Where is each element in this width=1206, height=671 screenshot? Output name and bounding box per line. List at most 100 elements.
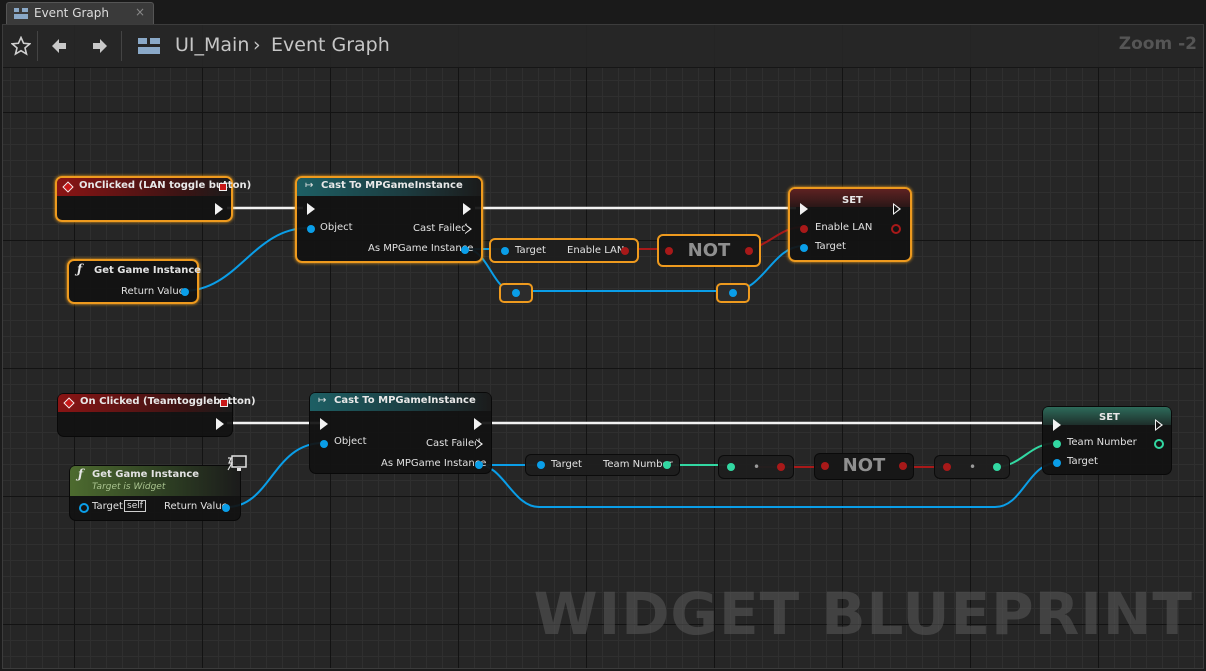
widget-blueprint-watermark: WIDGET BLUEPRINT [533,580,1193,648]
not-in-pin[interactable] [665,247,673,255]
widget-context-icon [227,455,247,471]
node-header [297,178,481,196]
team-number-out-pin[interactable] [1154,439,1164,449]
target-pin[interactable] [79,503,89,513]
toolbar-separator [37,31,38,61]
node-header [70,466,240,496]
node-title: Cast To MPGameInstance [321,180,463,191]
pin-label: Target [1067,456,1098,467]
target-pin[interactable] [800,244,808,252]
pin-label: Cast Failed [426,438,481,449]
not-label: NOT [842,455,886,476]
zoom-level: Zoom -2 [1118,34,1197,54]
pin-label: Return Value [164,501,228,512]
pin-label: Enable LAN [815,222,873,233]
enable-lan-out-pin[interactable] [621,247,629,255]
enable-lan-out-pin[interactable] [891,224,901,234]
object-pin[interactable] [320,440,328,448]
back-arrow-icon[interactable] [45,32,73,60]
target-pin[interactable] [537,461,545,469]
get-game-instance-widget-node[interactable]: ƒ Get Game Instance Target is Widget Tar… [69,465,241,521]
breadcrumb-graph[interactable]: Event Graph [271,34,390,56]
get-team-number-node[interactable]: Target Team Number [525,454,680,476]
node-subtitle: Target is Widget [92,482,166,492]
team-number-out-pin[interactable] [663,461,671,469]
star-icon[interactable] [7,32,35,60]
conversion-node[interactable]: • [934,455,1010,479]
cast-node-1[interactable]: ↦ Cast To MPGameInstance Object Cast Fai… [295,176,483,263]
exec-out-pin[interactable] [216,418,224,430]
node-header [57,178,231,196]
not-in-pin[interactable] [821,462,829,470]
get-game-instance-node[interactable]: ƒ Get Game Instance Return Value [67,259,202,304]
forward-arrow-icon[interactable] [86,32,114,60]
as-instance-pin[interactable] [475,461,483,469]
tab-event-graph[interactable]: Event Graph × [6,2,154,24]
pin-label: Enable LAN [567,245,625,256]
not-node-1[interactable]: NOT [657,234,761,267]
cast-failed-pin[interactable] [476,439,483,449]
exec-out-pin[interactable] [463,203,471,215]
tab-close-icon[interactable]: × [134,5,145,19]
node-title: On Clicked (Teamtogglebutton) [80,396,256,407]
tab-label: Event Graph [34,6,109,20]
set-enable-lan-node[interactable]: SET Enable LAN Target [788,187,912,262]
return-value-pin[interactable] [181,288,189,296]
conversion-in-pin[interactable] [943,463,951,471]
node-title: Get Game Instance [94,265,202,276]
set-team-number-node[interactable]: SET Team Number Target [1042,406,1172,475]
exec-in-pin[interactable] [800,203,808,215]
target-pin[interactable] [1053,459,1061,467]
return-value-pin[interactable] [222,504,230,512]
reroute-pin[interactable] [512,289,520,297]
object-pin[interactable] [307,225,315,233]
conversion-dot-icon: • [969,460,977,474]
exec-out-pin[interactable] [1155,419,1163,431]
graph-toolbar: UI_Main › Event Graph Zoom -2 [3,25,1203,68]
cast-failed-pin[interactable] [465,224,472,234]
cast-node-2[interactable]: ↦ Cast To MPGameInstance Object Cast Fai… [309,392,492,474]
exec-out-pin[interactable] [474,418,482,430]
team-number-in-pin[interactable] [1053,440,1061,448]
node-header [310,393,491,411]
graph-canvas[interactable]: UI_Main › Event Graph Zoom -2 OnClicked … [2,24,1204,669]
node-header [1043,407,1171,425]
get-enable-lan-node[interactable]: Target Enable LAN [489,238,639,263]
exec-in-pin[interactable] [1053,419,1061,431]
delegate-pin[interactable] [220,399,228,407]
conversion-out-pin[interactable] [777,463,785,471]
reroute-pin[interactable] [729,289,737,297]
self-field[interactable]: self [124,500,146,512]
target-pin[interactable] [501,247,509,255]
node-title: SET [1099,412,1120,423]
not-node-2[interactable]: NOT [814,453,914,480]
node-title: Cast To MPGameInstance [334,395,476,406]
function-icon: ƒ [77,262,83,276]
not-out-pin[interactable] [745,247,753,255]
exec-in-pin[interactable] [320,418,328,430]
node-title: Get Game Instance [92,469,200,480]
as-instance-pin[interactable] [461,246,469,254]
cast-arrow-icon: ↦ [318,395,327,406]
conversion-out-pin[interactable] [993,463,1001,471]
not-out-pin[interactable] [899,462,907,470]
graph-wires [182,206,1058,508]
not-label: NOT [687,240,731,261]
enable-lan-in-pin[interactable] [800,225,808,233]
delegate-pin[interactable] [219,183,227,191]
exec-out-pin[interactable] [215,203,223,215]
tab-bar: Event Graph × [0,0,1206,24]
node-title: OnClicked (LAN toggle button) [79,180,252,191]
pin-label: Object [320,222,353,233]
conversion-in-pin[interactable] [727,463,735,471]
pin-label: As MPGame Instance [368,243,474,254]
conversion-node[interactable]: • [718,455,794,479]
reroute-node[interactable] [499,283,533,303]
exec-out-pin[interactable] [893,203,901,215]
exec-in-pin[interactable] [307,203,315,215]
event-node-lan-toggle[interactable]: OnClicked (LAN toggle button) [55,176,251,222]
pin-label: Cast Failed [413,223,468,234]
reroute-node[interactable] [716,283,750,303]
breadcrumb-blueprint[interactable]: UI_Main [175,34,250,56]
event-node-team-toggle[interactable]: On Clicked (Teamtogglebutton) [57,393,256,437]
